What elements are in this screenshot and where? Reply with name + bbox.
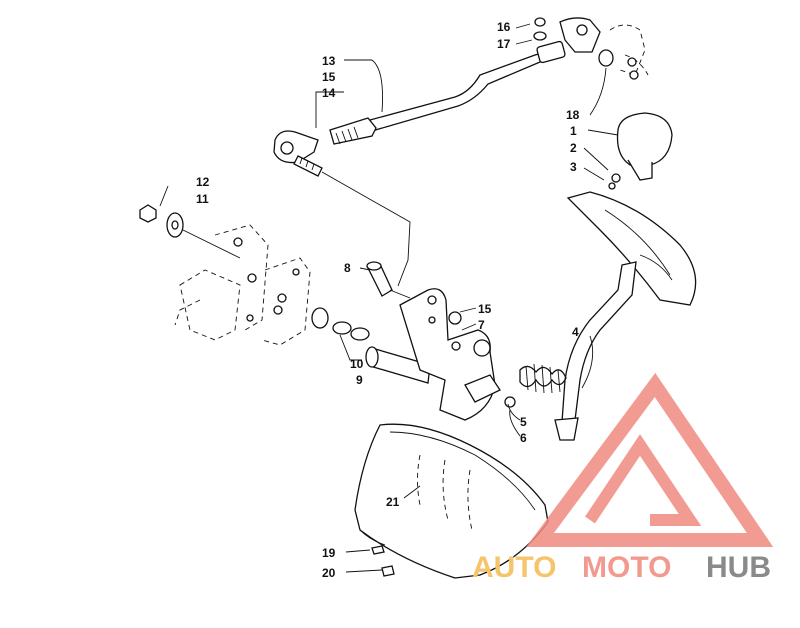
rod-sleeve [536,40,566,64]
ball-joint [273,130,319,164]
callout-13: 13 [322,54,336,68]
rod-end-adjuster [329,117,377,145]
frame-detail-right [609,24,649,80]
callout-20: 20 [322,566,336,580]
callout-10: 10 [350,357,364,371]
callout-15-top: 15 [322,70,336,84]
callout-18: 18 [566,108,580,122]
callout-4: 4 [572,325,579,339]
callout-21: 21 [386,495,400,509]
callout-12: 12 [196,175,210,189]
callout-7: 7 [478,318,485,332]
shift-rod-assembly [273,17,601,177]
watermark-logo [526,372,774,547]
watermark-text: AUTO MOTO HUB [472,551,771,584]
callout-11: 11 [196,192,209,206]
watermark-hub: HUB [706,551,771,584]
lever-cover [566,191,697,306]
shift-rod [369,47,563,132]
bracket-bolt [576,24,588,36]
shift-lever [561,261,637,423]
nut-washer-11-12 [139,204,241,259]
bushing-18 [598,49,614,67]
upper-washers [533,17,614,67]
callout-1: 1 [570,124,577,138]
ball-joint-stud [293,155,323,177]
callout-3: 3 [570,160,577,174]
callout-15-mid: 15 [478,302,492,316]
screw-19-20 [371,545,395,577]
frame-bracket-left [174,224,311,346]
pivot-assembly [311,261,516,421]
callout-14: 14 [322,86,336,100]
callout-6: 6 [520,431,527,445]
watermark-inner-mark [585,434,702,526]
guard-21 [354,423,549,579]
callout-19: 19 [322,546,336,560]
watermark-triangle [526,372,774,547]
callout-2: 2 [570,141,577,155]
callout-labels: 13 15 14 16 17 18 1 2 3 12 11 8 15 7 4 1… [196,20,580,580]
leader-lines [159,23,619,573]
shift-knob-assembly [554,112,697,441]
callout-5: 5 [520,415,527,429]
callout-16: 16 [497,20,511,34]
lever-guard [354,423,549,579]
callout-9: 9 [356,373,363,387]
callout-8: 8 [344,261,351,275]
watermark-moto: MOTO [582,551,671,584]
shift-knob [616,112,673,166]
callout-17: 17 [497,37,511,51]
watermark-auto: AUTO [472,551,556,584]
return-spring [519,363,567,394]
